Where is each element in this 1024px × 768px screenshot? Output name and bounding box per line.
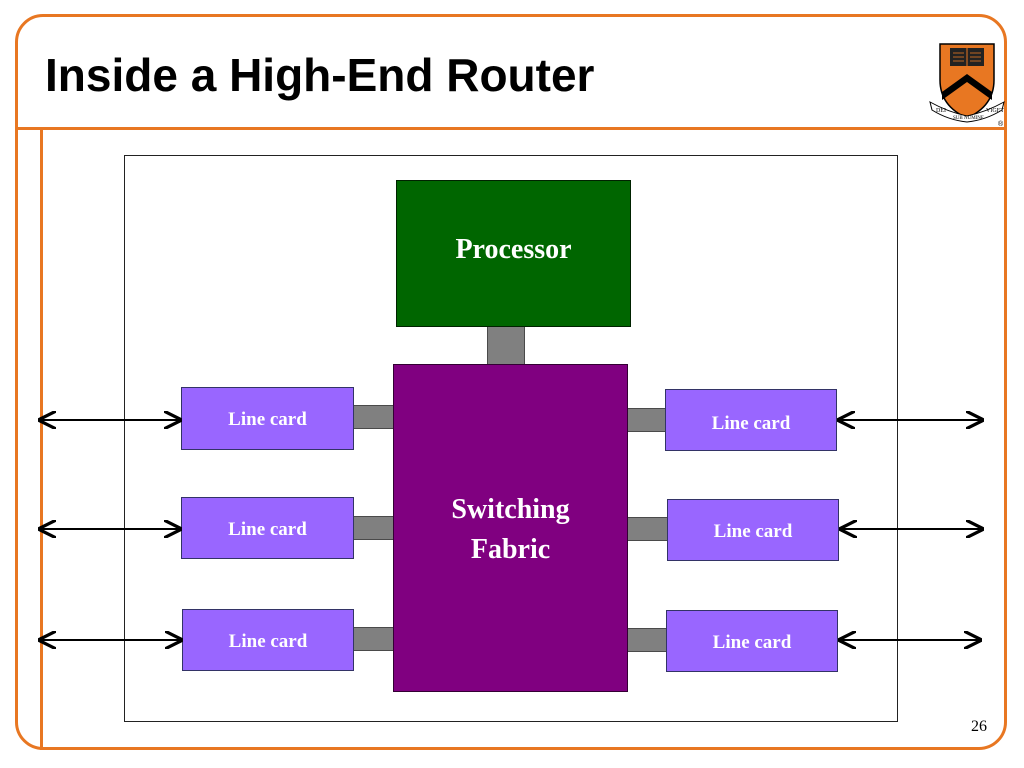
line-card-right-1: Line card xyxy=(665,389,837,451)
logo-motto-right: VIGET xyxy=(986,108,1004,114)
title-divider xyxy=(15,127,1007,130)
processor-fabric-connector xyxy=(487,326,525,366)
right-card-2-connector xyxy=(626,517,668,541)
right-card-1-connector xyxy=(626,408,668,432)
university-shield-logo: DEI SUB NUMINE VIGET ® xyxy=(929,43,1005,126)
fabric-label-line2: Fabric xyxy=(470,534,551,565)
line-card-right-3: Line card xyxy=(666,610,838,672)
left-card-2-connector xyxy=(353,516,395,540)
line-card-left-3: Line card xyxy=(182,609,354,671)
processor-block: Processor xyxy=(396,180,631,327)
line-card-label: Line card xyxy=(228,519,307,540)
line-card-label: Line card xyxy=(711,413,791,434)
logo-motto-left: DEI xyxy=(936,108,946,114)
line-card-label: Line card xyxy=(713,521,793,542)
line-card-label: Line card xyxy=(228,631,308,652)
processor-label: Processor xyxy=(455,233,572,265)
slide-frame xyxy=(15,14,1007,750)
line-card-left-2: Line card xyxy=(181,497,354,559)
left-card-1-connector xyxy=(353,405,395,429)
left-card-3-connector xyxy=(353,627,395,651)
left-accent-line xyxy=(40,130,43,750)
slide-title: Inside a High-End Router xyxy=(45,49,595,101)
logo-registered-mark: ® xyxy=(998,120,1004,126)
logo-motto-middle: SUB NUMINE xyxy=(953,116,984,121)
page-number: 26 xyxy=(971,718,987,735)
line-card-label: Line card xyxy=(712,632,792,653)
line-card-right-2: Line card xyxy=(667,499,839,561)
right-card-3-connector xyxy=(626,628,668,652)
line-card-label: Line card xyxy=(228,409,307,430)
chevron-icon xyxy=(942,74,992,100)
line-card-left-1: Line card xyxy=(181,387,354,450)
switching-fabric-block: Switching Fabric xyxy=(393,364,628,692)
fabric-label-line1: Switching xyxy=(451,494,570,525)
